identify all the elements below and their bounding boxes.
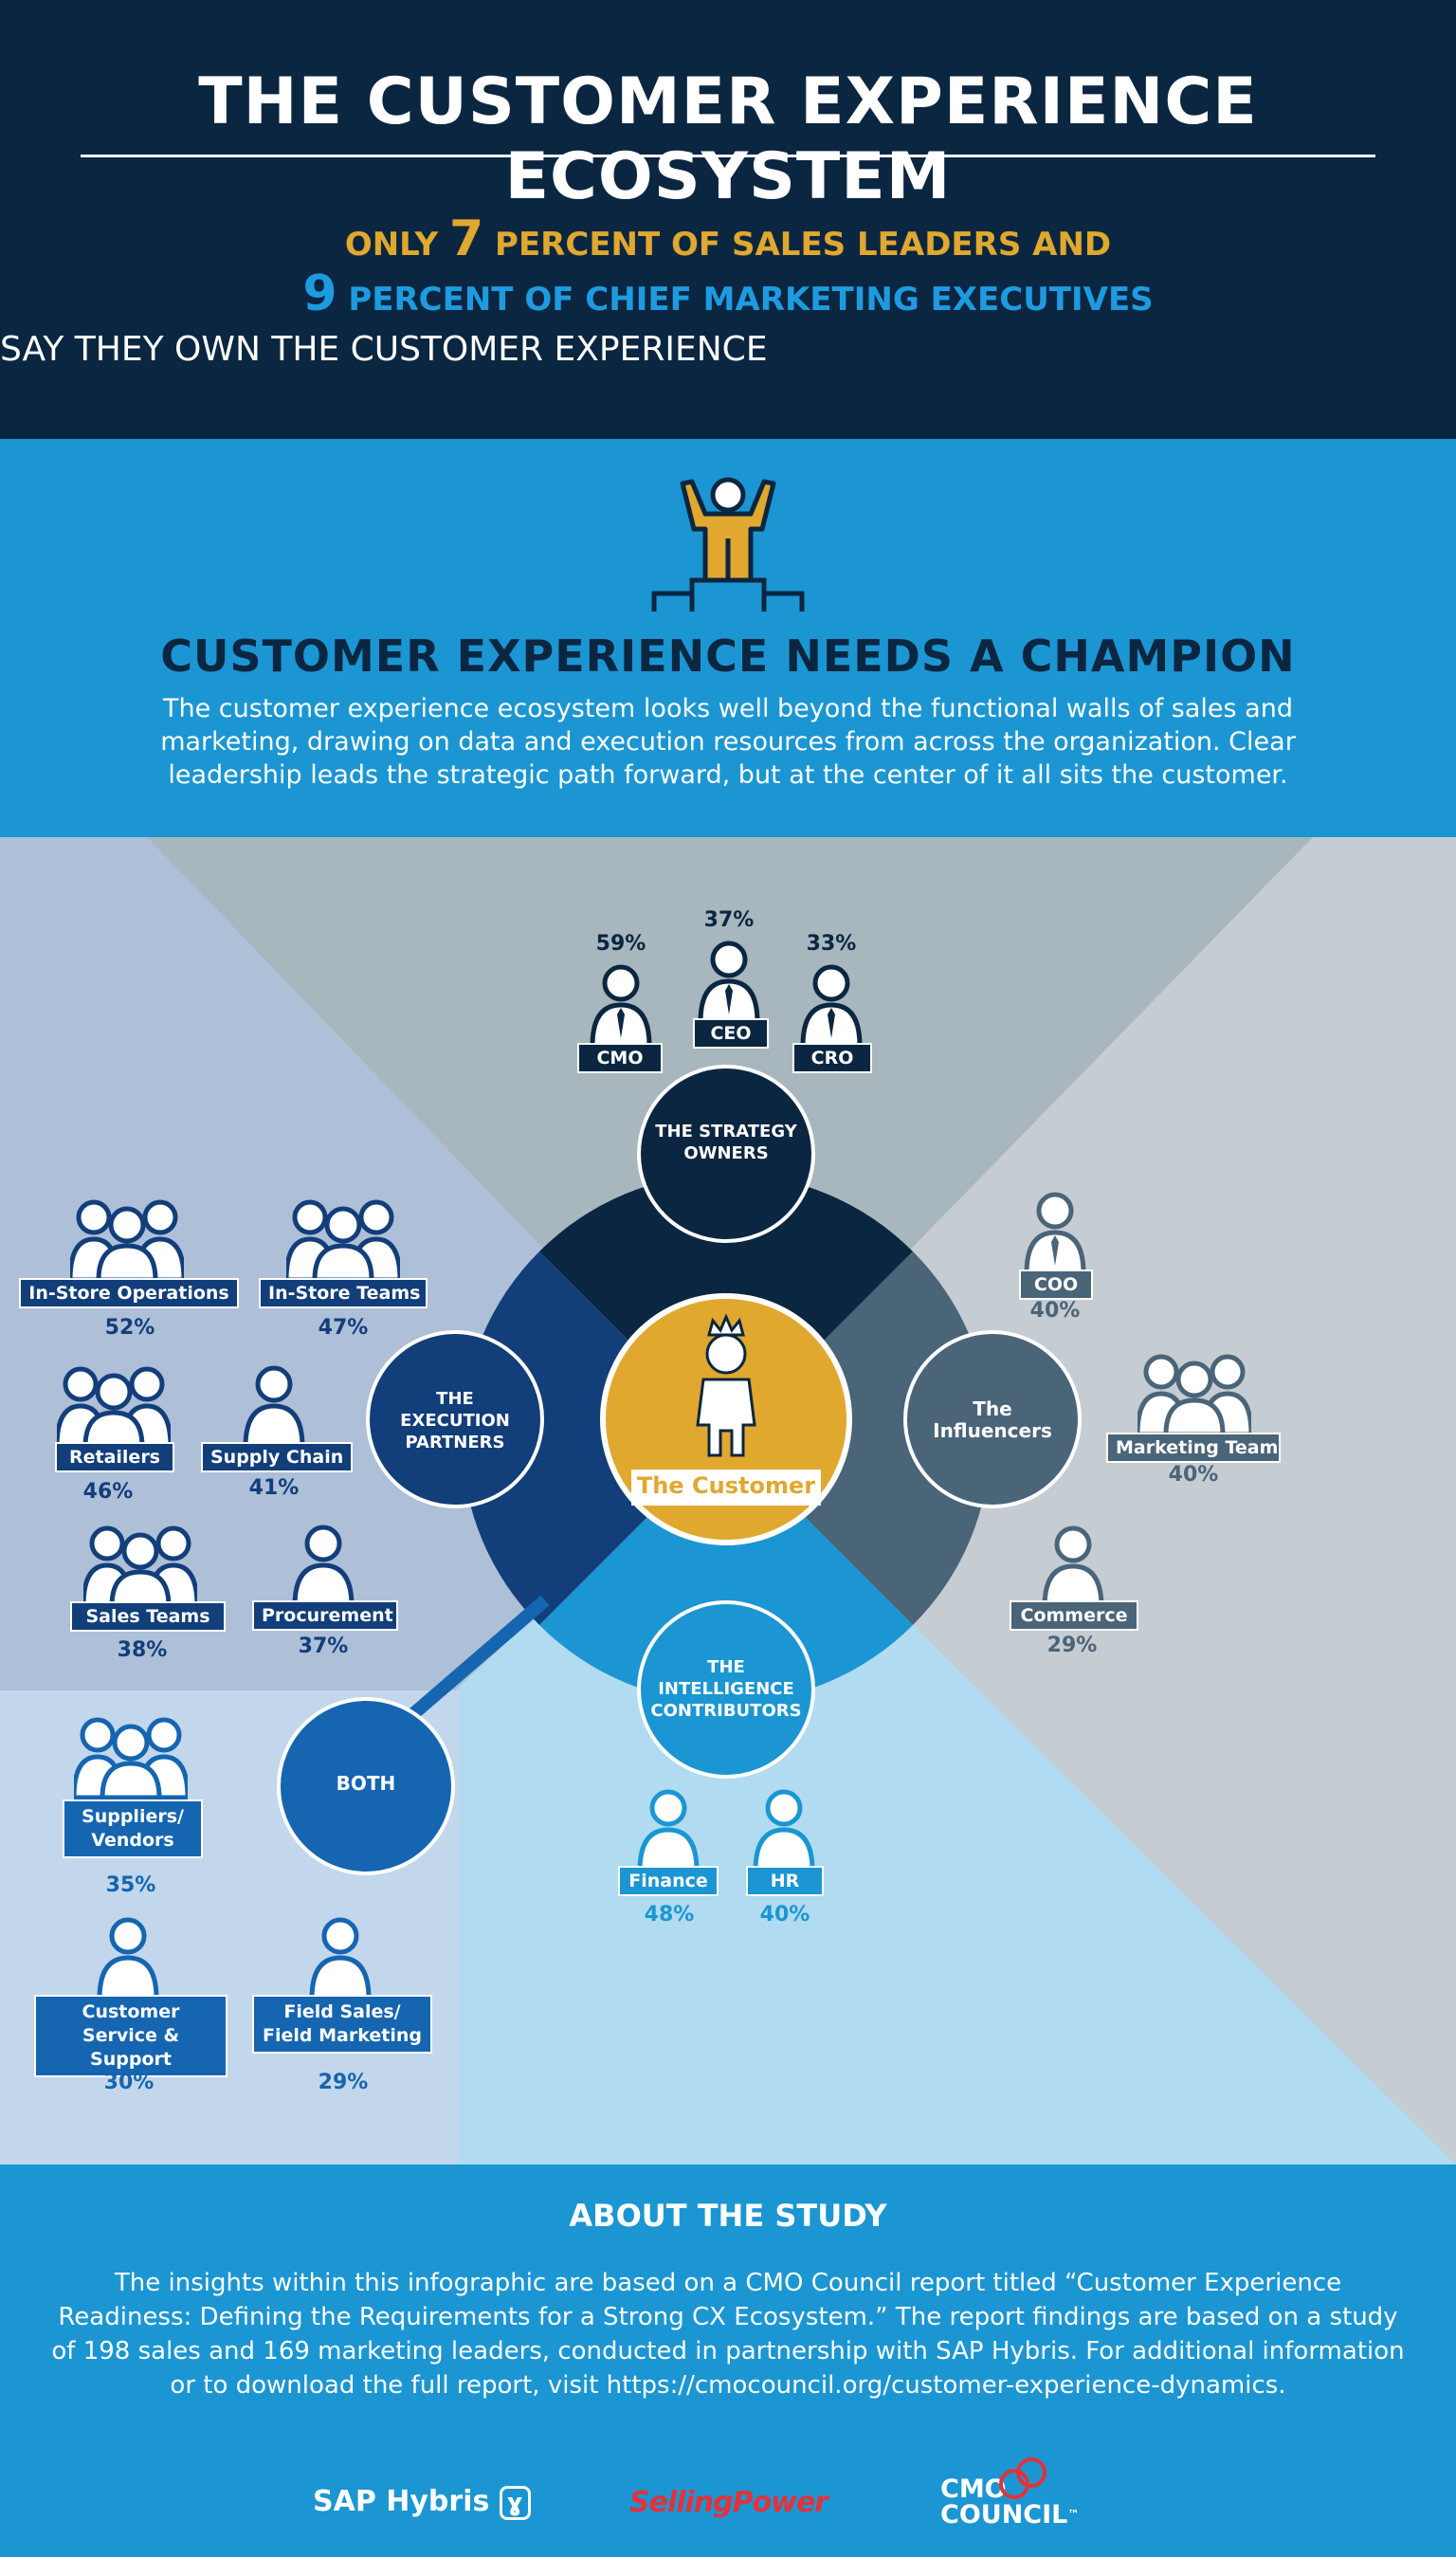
cmo-council-line1: CMO bbox=[940, 2475, 1007, 2504]
finance-pct: 48% bbox=[644, 1903, 695, 1927]
right-quadrant bbox=[726, 837, 1456, 2164]
commerce-tag: Commerce bbox=[1010, 1600, 1138, 1631]
ceo-pct: 37% bbox=[703, 908, 755, 932]
suppliers-group-icon bbox=[74, 1717, 188, 1799]
supply-chain-tag: Supply Chain bbox=[201, 1442, 353, 1472]
cmo-council-logo: CMO COUNCIL™ bbox=[940, 2476, 1079, 2528]
customer-service-person-icon bbox=[97, 1917, 159, 2000]
commerce-pct: 29% bbox=[1046, 1634, 1098, 1657]
customer-service-tag: Customer Service & Support bbox=[34, 1995, 228, 2077]
champion-title: CUSTOMER EXPERIENCE NEEDS A CHAMPION bbox=[160, 630, 1296, 682]
sales-teams-tag: Sales Teams bbox=[70, 1601, 226, 1632]
page-title: THE CUSTOMER EXPERIENCE ECOSYSTEM bbox=[198, 64, 1258, 214]
cmo-tag: CMO bbox=[577, 1043, 663, 1073]
procurement-person-icon bbox=[292, 1525, 355, 1608]
cro-person-icon bbox=[800, 964, 863, 1048]
cmo-council-line2: COUNCIL bbox=[940, 2500, 1068, 2530]
stat1-prefix: ONLY bbox=[344, 226, 450, 264]
customer-label-bg bbox=[631, 1470, 821, 1506]
procurement-pct: 37% bbox=[298, 1635, 349, 1658]
ceo-person-icon bbox=[698, 941, 760, 1024]
influencers-label: The Influencers bbox=[933, 1397, 1052, 1442]
strategy-owners-label: THE STRATEGY OWNERS bbox=[655, 1122, 797, 1163]
coo-tag: COO bbox=[1019, 1269, 1093, 1300]
in-store-teams-group-icon bbox=[286, 1199, 400, 1282]
about-section bbox=[0, 2164, 1456, 2557]
title-divider bbox=[81, 155, 1375, 157]
selling-power-logo: SellingPower bbox=[629, 2486, 828, 2519]
customer-label: The Customer bbox=[636, 1472, 816, 1499]
retailers-pct: 46% bbox=[82, 1480, 134, 1504]
marketing-team-pct: 40% bbox=[1168, 1463, 1219, 1487]
sales-teams-pct: 38% bbox=[117, 1638, 168, 1662]
about-text: The insights within this infographic are… bbox=[51, 2269, 1405, 2400]
procurement-tag: Procurement bbox=[252, 1600, 398, 1631]
supply-chain-pct: 41% bbox=[248, 1476, 300, 1500]
header-banner bbox=[0, 0, 1456, 439]
commerce-person-icon bbox=[1042, 1525, 1104, 1609]
champion-podium-icon bbox=[651, 477, 805, 612]
stat2-suffix: PERCENT OF CHIEF MARKETING EXECUTIVES bbox=[337, 281, 1154, 319]
cro-pct: 33% bbox=[806, 932, 857, 956]
in-store-operations-pct: 52% bbox=[104, 1316, 155, 1340]
stat2-number: 9 bbox=[302, 265, 337, 322]
suppliers-pct: 35% bbox=[105, 1873, 156, 1897]
customer-service-pct: 30% bbox=[103, 2071, 155, 2094]
sap-hybris-logo: SAP Hybris ɣ bbox=[313, 2485, 531, 2520]
stat-own-cx: SAY THEY OWN THE CUSTOMER EXPERIENCE bbox=[0, 330, 768, 369]
hybris-mark-icon: ɣ bbox=[499, 2486, 531, 2520]
cro-tag: CRO bbox=[792, 1043, 872, 1073]
execution-partners-label: THE EXECUTION PARTNERS bbox=[400, 1389, 510, 1452]
both-label: BOTH bbox=[336, 1772, 396, 1795]
finance-tag: Finance bbox=[618, 1866, 719, 1896]
sap-hybris-text: SAP Hybris bbox=[313, 2485, 490, 2518]
hr-person-icon bbox=[753, 1789, 815, 1872]
field-sales-person-icon bbox=[309, 1917, 372, 2000]
hr-pct: 40% bbox=[759, 1903, 810, 1927]
champion-description: The customer experience ecosystem looks … bbox=[160, 694, 1296, 790]
in-store-teams-tag: In-Store Teams bbox=[259, 1278, 428, 1308]
retailers-tag: Retailers bbox=[55, 1442, 174, 1472]
coo-pct: 40% bbox=[1029, 1299, 1081, 1323]
stat1-number: 7 bbox=[449, 210, 484, 267]
stat-sales-leaders: ONLY 7 PERCENT OF SALES LEADERS AND bbox=[0, 210, 1456, 267]
in-store-operations-tag: In-Store Operations bbox=[19, 1278, 239, 1308]
cmo-pct: 59% bbox=[595, 932, 646, 956]
in-store-operations-group-icon bbox=[70, 1199, 184, 1282]
hr-tag: HR bbox=[746, 1866, 824, 1896]
stat-cmos: 9 PERCENT OF CHIEF MARKETING EXECUTIVES bbox=[0, 265, 1456, 322]
suppliers-tag: Suppliers/ Vendors bbox=[63, 1799, 203, 1858]
retailers-group-icon bbox=[57, 1366, 171, 1449]
field-sales-pct: 29% bbox=[318, 2071, 369, 2094]
ceo-tag: CEO bbox=[693, 1018, 769, 1049]
cmo-council-circles-icon bbox=[999, 2457, 1046, 2499]
about-title: ABOUT THE STUDY bbox=[569, 2198, 887, 2234]
sales-teams-group-icon bbox=[83, 1525, 197, 1608]
finance-person-icon bbox=[637, 1789, 700, 1872]
marketing-team-group-icon bbox=[1138, 1354, 1251, 1436]
field-sales-tag: Field Sales/ Field Marketing bbox=[252, 1995, 432, 2054]
cmo-council-tm: ™ bbox=[1067, 2508, 1080, 2521]
in-store-teams-pct: 47% bbox=[318, 1316, 369, 1340]
intelligence-contributors-label: THE INTELLIGENCE CONTRIBUTORS bbox=[650, 1657, 802, 1721]
marketing-team-tag: Marketing Team bbox=[1106, 1433, 1281, 1463]
supply-chain-person-icon bbox=[243, 1365, 305, 1449]
coo-person-icon bbox=[1024, 1192, 1086, 1275]
stat1-suffix: PERCENT OF SALES LEADERS AND bbox=[483, 226, 1112, 264]
cmo-person-icon bbox=[590, 964, 652, 1048]
